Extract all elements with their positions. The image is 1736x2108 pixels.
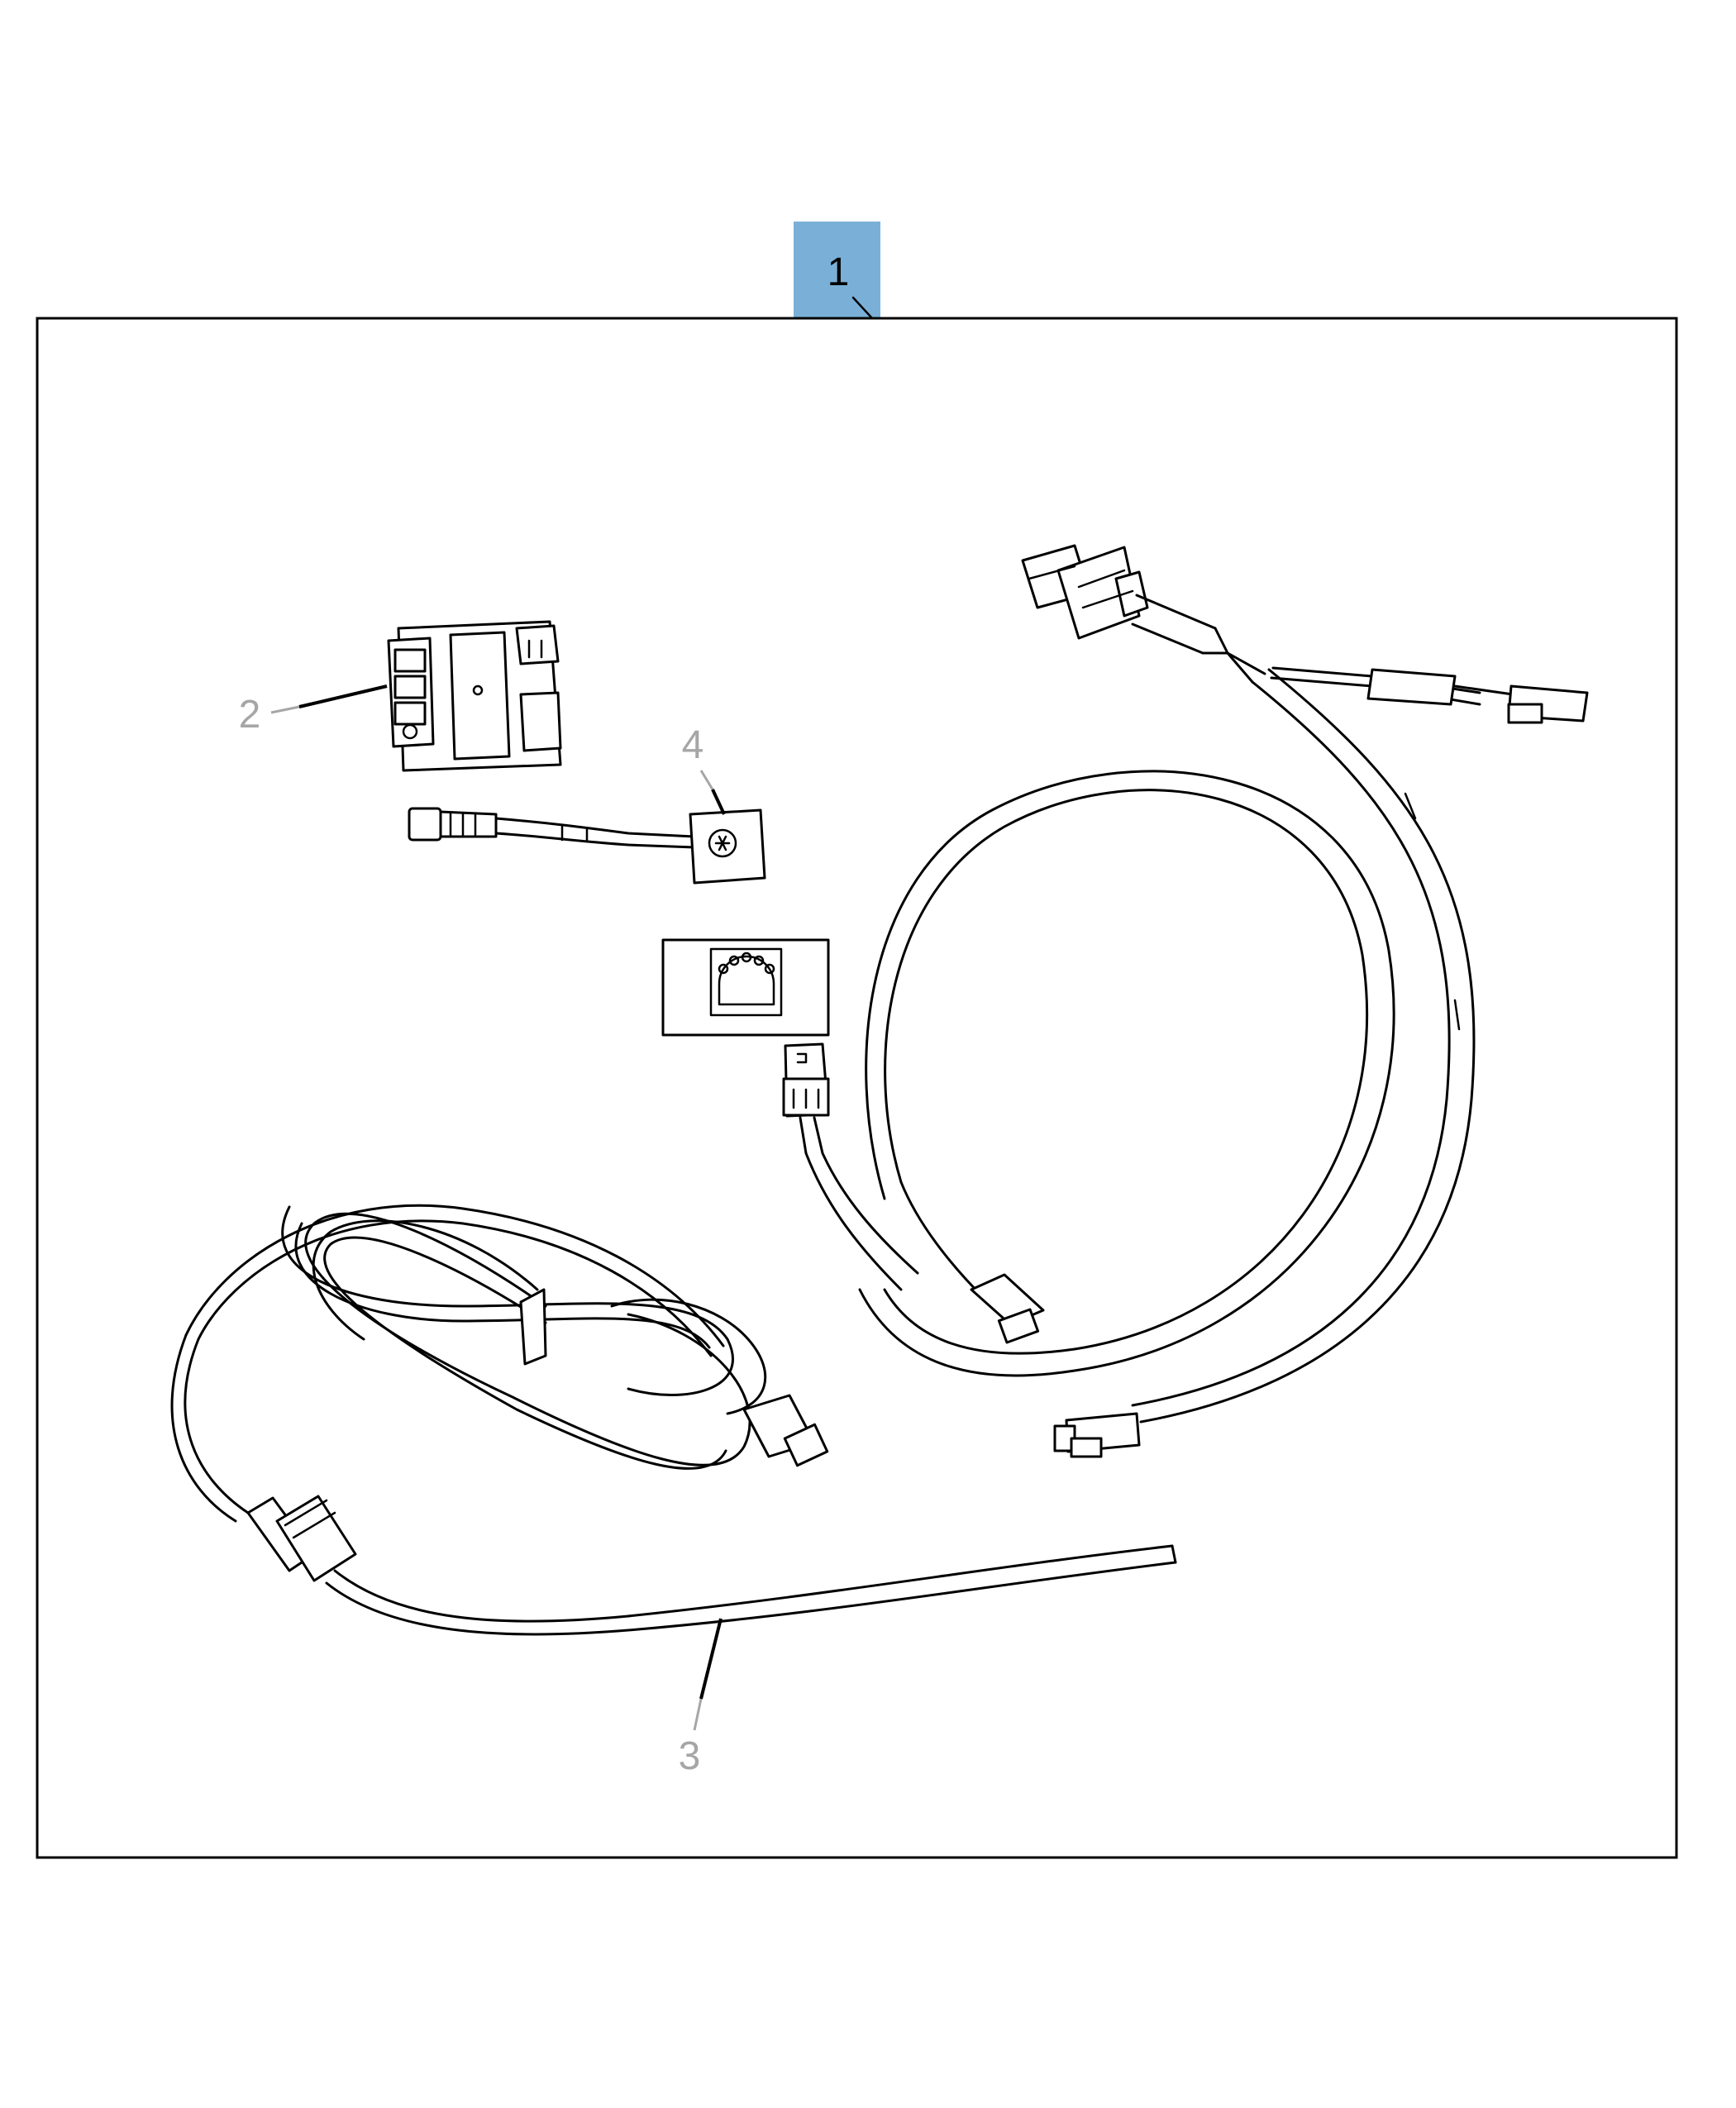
- main-wiring-harness[interactable]: [799, 544, 1589, 1458]
- callout-1-label[interactable]: 1: [827, 250, 850, 294]
- callout-2-label[interactable]: 2: [239, 693, 261, 737]
- kit-frame: [36, 317, 1678, 1859]
- callout-4-leader-muted: [699, 770, 714, 790]
- part-2-connector-block[interactable]: [387, 620, 562, 772]
- callout-2-leader: [298, 684, 388, 708]
- callout-3-leader: [699, 1618, 723, 1700]
- callout-3-label[interactable]: 3: [679, 1734, 701, 1778]
- part-4-sensor-pigtail[interactable]: [408, 807, 766, 885]
- callout-3-leader-muted: [693, 1698, 703, 1731]
- callout-1-highlight[interactable]: [794, 222, 880, 319]
- part-3-coiled-cable[interactable]: [170, 1204, 1177, 1636]
- control-module[interactable]: [661, 938, 830, 1118]
- callout-2-leader-muted: [270, 705, 300, 714]
- callout-1-leader: [851, 296, 874, 320]
- callout-4-label[interactable]: 4: [682, 723, 704, 767]
- callout-4-leader: [711, 789, 726, 815]
